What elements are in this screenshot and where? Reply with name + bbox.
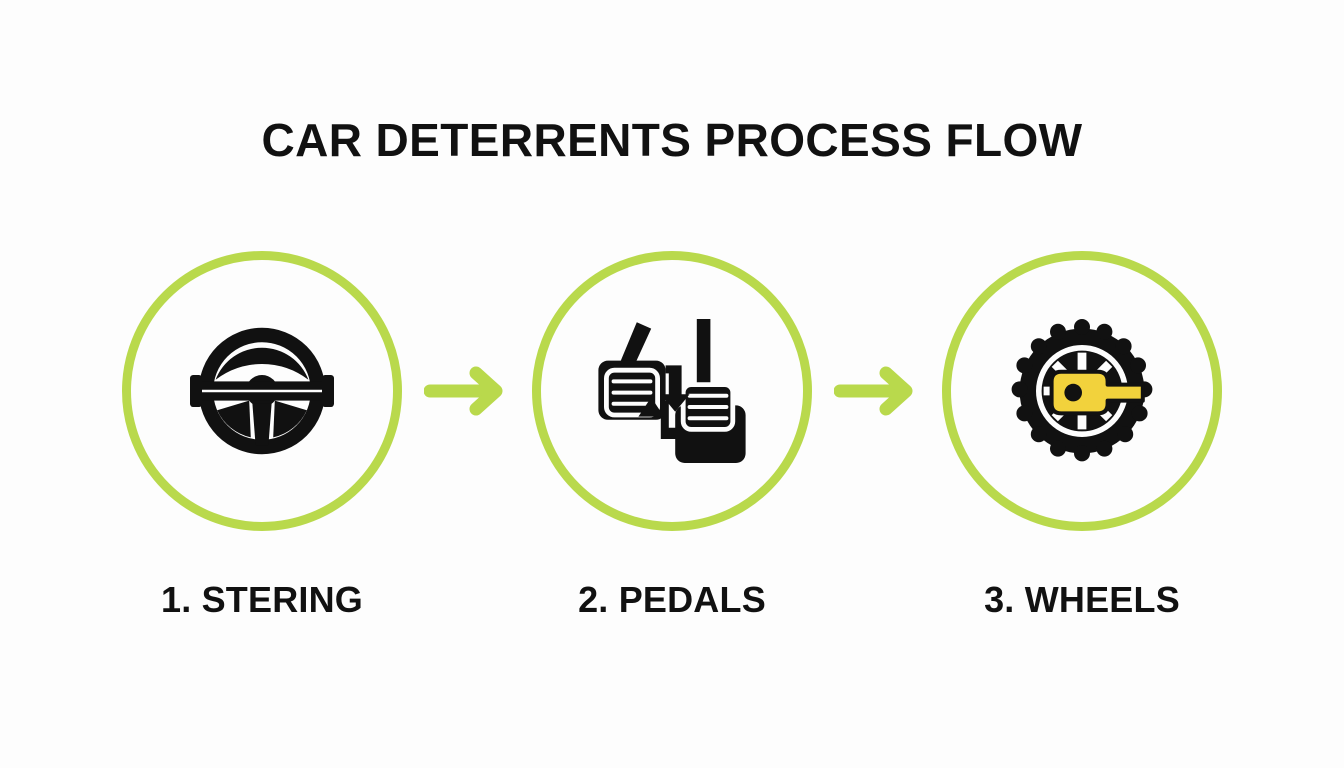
process-labels-row: 1. STERING 2. PEDALS 3. WHEELS — [122, 576, 1222, 624]
process-flow-row — [122, 250, 1222, 532]
step-label-pedals: 2. PEDALS — [578, 579, 766, 620]
step-label-steering: 1. STERING — [160, 579, 364, 620]
wheel-clamp-icon — [1011, 319, 1153, 462]
process-step-pedals[interactable] — [532, 251, 812, 531]
pedal-lock-icon — [598, 319, 746, 463]
arrow-right-icon — [424, 366, 503, 416]
page-title: CAR DETERRENTS PROCESS FLOW — [261, 114, 1083, 166]
process-step-steering[interactable] — [122, 251, 402, 531]
steering-wheel-lock-icon — [190, 327, 334, 455]
step-label-wheels: 3. WHEELS — [984, 579, 1180, 620]
arrow-right-icon — [834, 366, 913, 416]
step-circle-1 — [122, 251, 402, 531]
process-step-wheels[interactable] — [942, 251, 1222, 531]
